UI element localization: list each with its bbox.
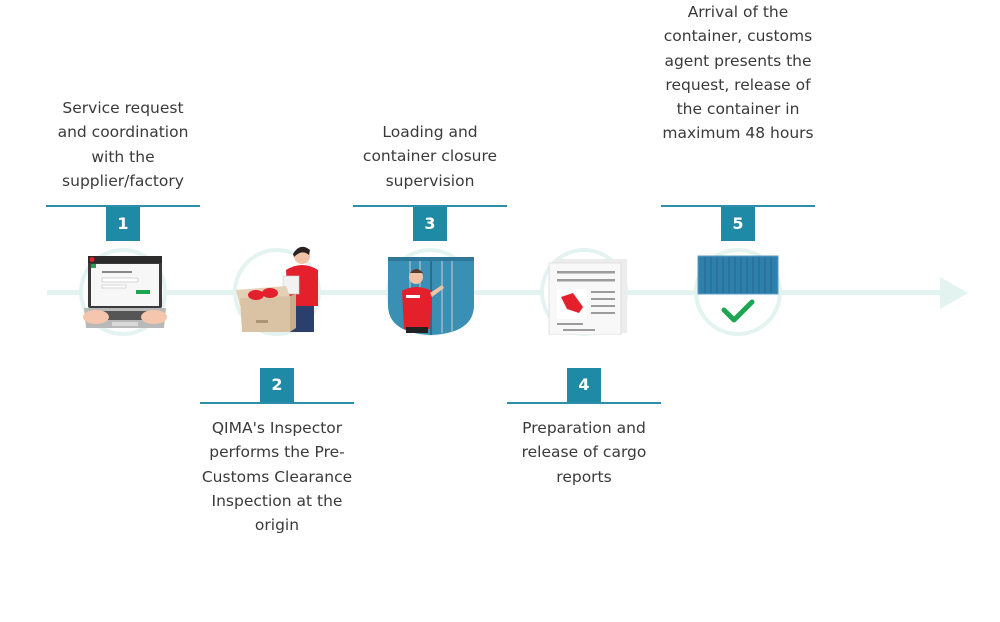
step-5-badge: 5 xyxy=(721,207,755,241)
report-document-icon xyxy=(548,259,627,335)
timeline-arrow-head xyxy=(940,277,968,309)
step-5-description: Arrival of the container, customs agent … xyxy=(662,3,814,143)
step-2-badge: 2 xyxy=(260,368,294,402)
step-4-rule xyxy=(507,402,661,404)
laptop-typing-icon xyxy=(83,256,167,328)
checkmark-icon xyxy=(721,299,755,323)
step-5-rule xyxy=(661,205,815,207)
step-3-badge: 3 xyxy=(413,207,447,241)
container-approved-icon xyxy=(697,255,779,323)
container-loading-icon xyxy=(388,257,474,335)
step-1-rule xyxy=(46,205,200,207)
step-3-description: Loading and container closure supervisio… xyxy=(362,123,498,190)
step-2-rule xyxy=(200,402,354,404)
step-1-badge: 1 xyxy=(106,207,140,241)
step-2-description: QIMA's Inspector performs the Pre-Custom… xyxy=(201,419,353,535)
timeline-line xyxy=(47,290,942,295)
step-4-badge: 4 xyxy=(567,368,601,402)
step-1-description: Service request and coordination with th… xyxy=(57,99,189,190)
step-4-description: Preparation and release of cargo reports xyxy=(521,419,647,486)
step-3-rule xyxy=(353,205,507,207)
inspector-box-icon xyxy=(236,246,318,332)
